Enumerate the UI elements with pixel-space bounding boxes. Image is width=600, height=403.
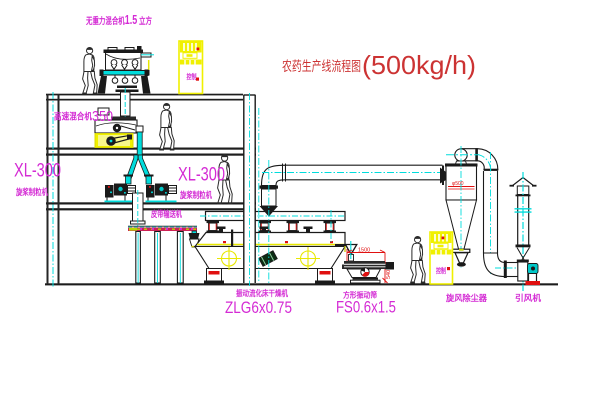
svg-text:XL-300: XL-300 (14, 161, 61, 182)
svg-text:FS0.6x1.5: FS0.6x1.5 (336, 299, 396, 317)
svg-text:φ500: φ500 (452, 181, 464, 187)
svg-text:350: 350 (92, 108, 113, 125)
svg-text:引风机: 引风机 (515, 293, 541, 303)
svg-text:旋风除尘器: 旋风除尘器 (445, 293, 487, 303)
svg-text:无重力混合机1.5 立方: 无重力混合机1.5 立方 (85, 13, 152, 27)
svg-text:1500: 1500 (358, 248, 370, 254)
svg-text:540: 540 (386, 270, 392, 279)
svg-text:旋桨制粒机: 旋桨制粒机 (179, 190, 212, 200)
svg-text:农药生产线流程图: 农药生产线流程图 (282, 59, 361, 74)
svg-text:控制: 控制 (436, 266, 446, 275)
svg-text:旋桨制粒机: 旋桨制粒机 (15, 187, 48, 197)
svg-text:振动流化床干燥机: 振动流化床干燥机 (236, 288, 288, 298)
svg-text:控制: 控制 (187, 72, 197, 81)
svg-text:ZLG6x0.75: ZLG6x0.75 (225, 299, 292, 317)
svg-text:方形振动筛: 方形振动筛 (343, 290, 377, 300)
svg-text:高速混合机: 高速混合机 (54, 111, 92, 122)
svg-text:XL-300: XL-300 (178, 165, 225, 186)
svg-text:皮带输送机: 皮带输送机 (150, 209, 182, 219)
svg-text:(500kg/h): (500kg/h) (362, 50, 476, 80)
